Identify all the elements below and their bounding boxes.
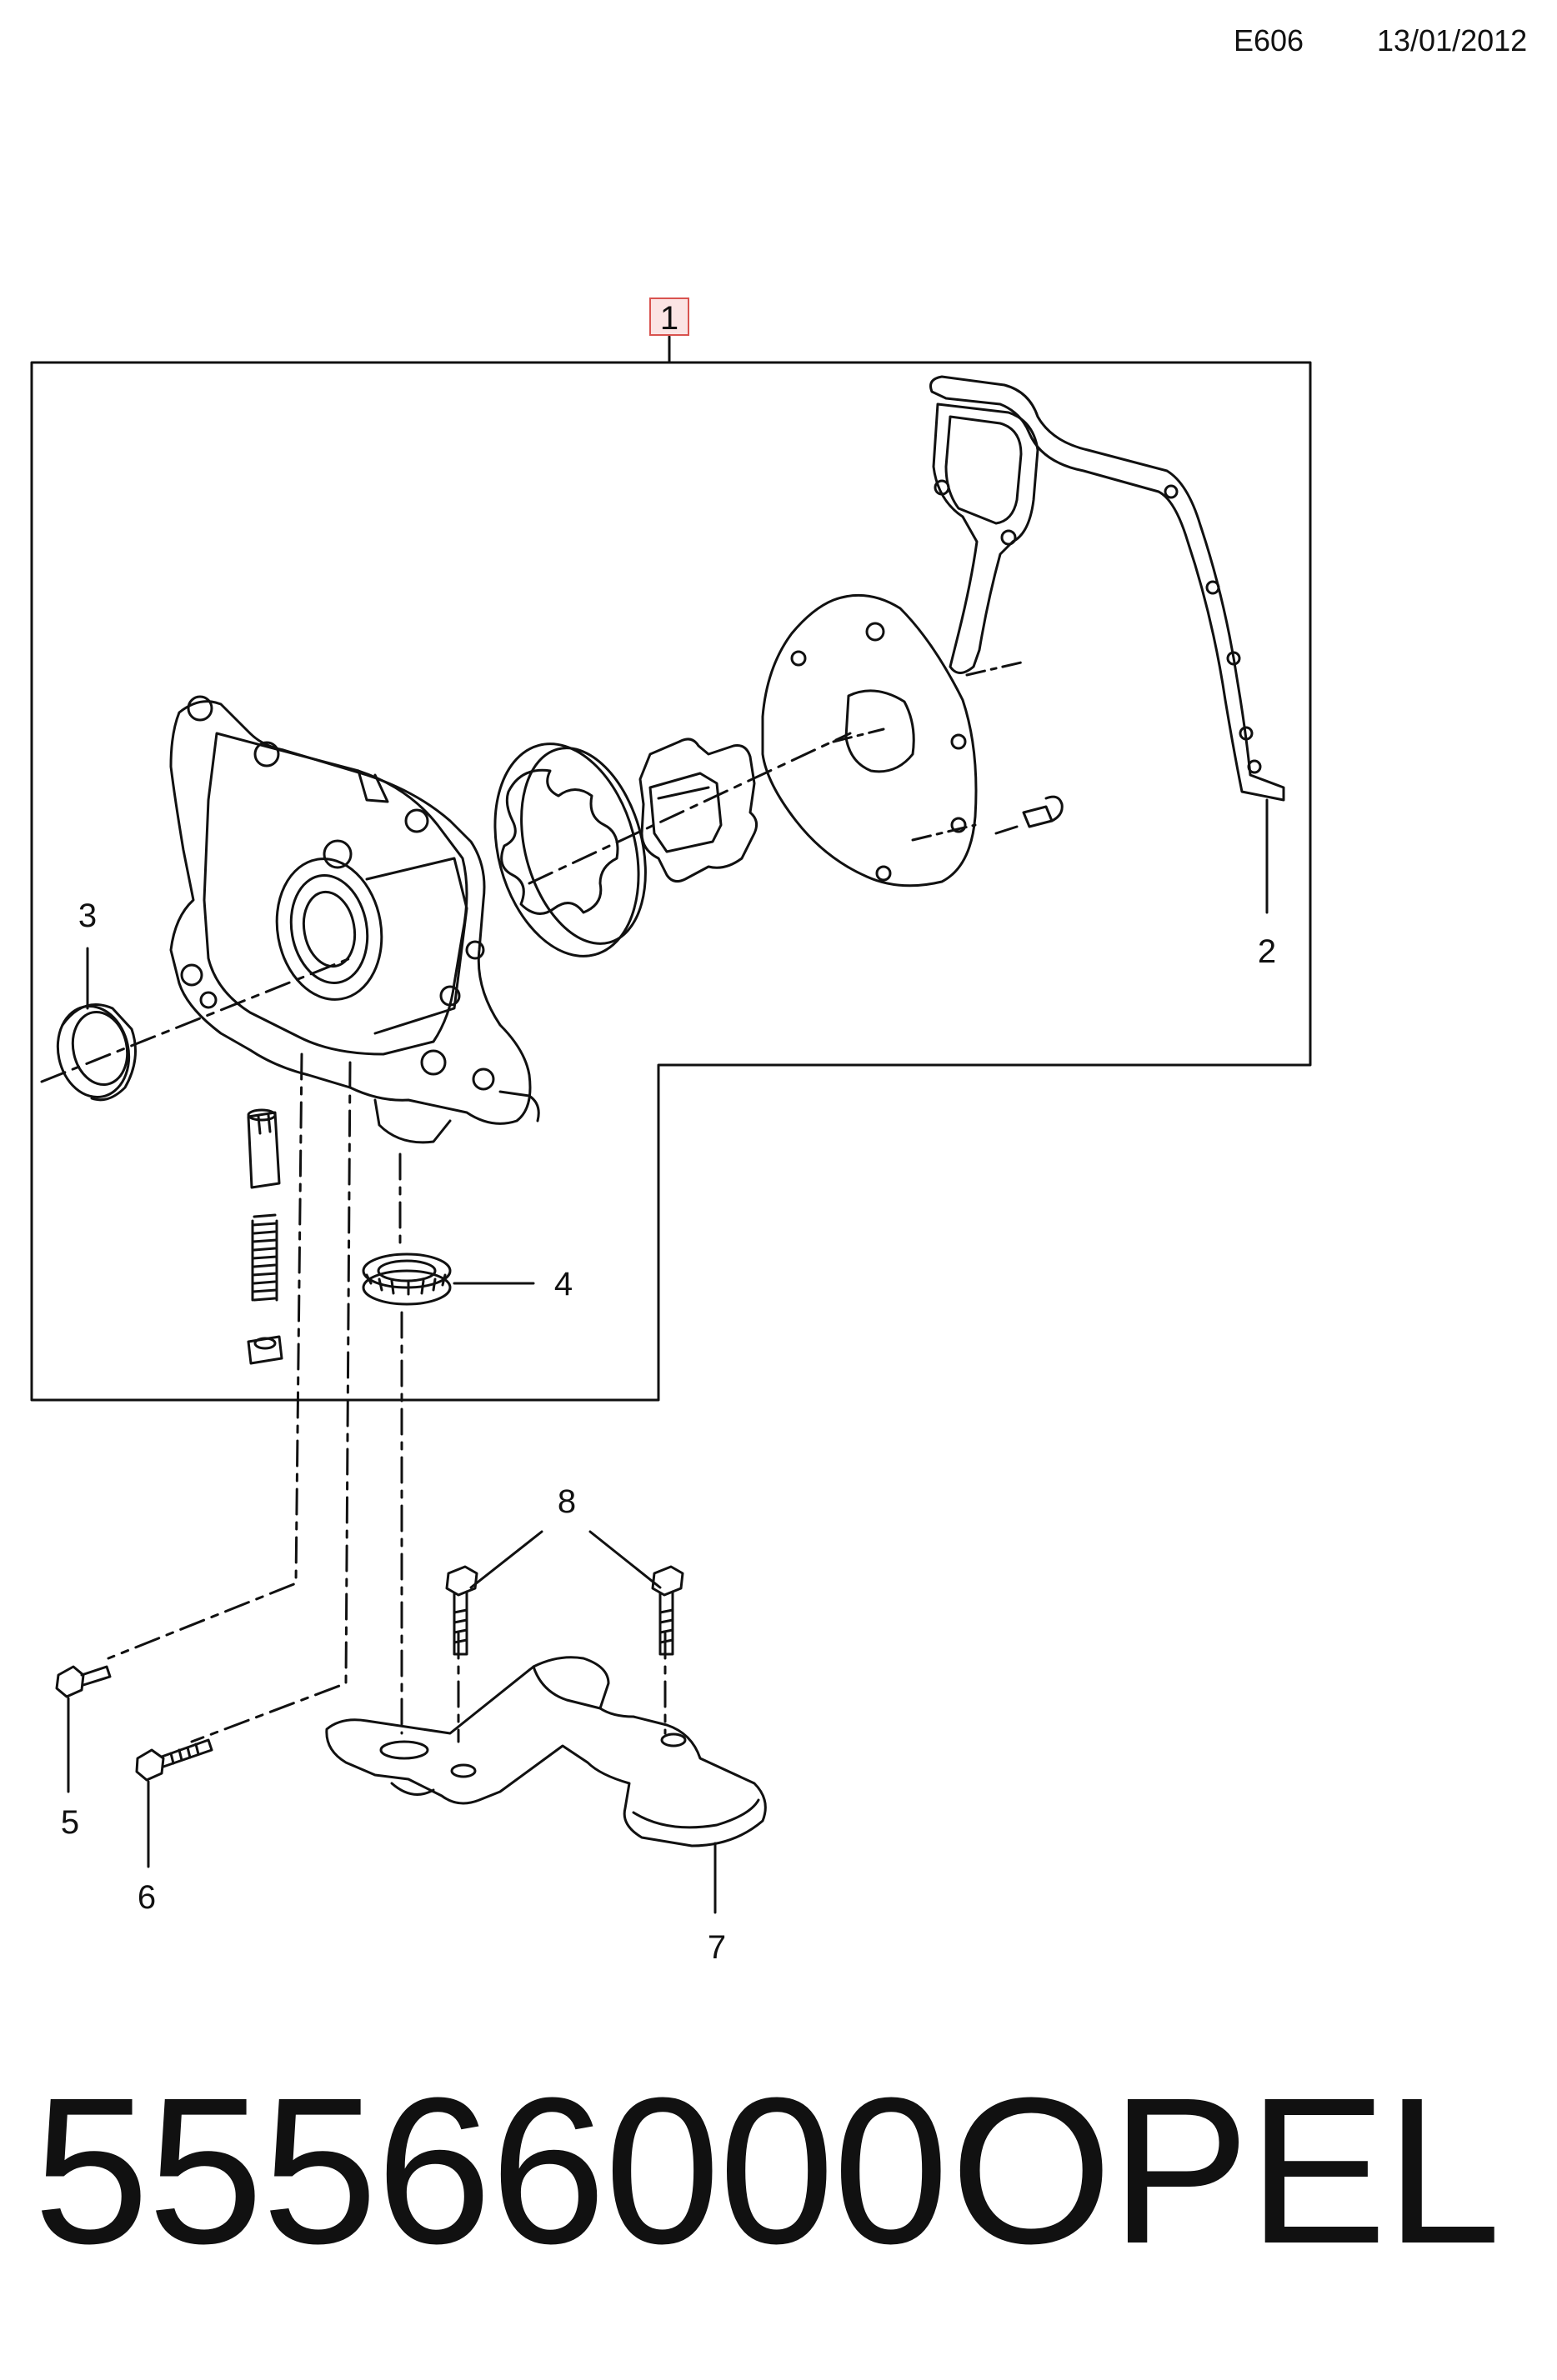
bolt-part-5	[55, 1665, 112, 1698]
bolt-part-6	[135, 1738, 213, 1782]
diagram-code: E606	[1234, 23, 1304, 58]
assembly-alignment-lines	[107, 1052, 667, 1743]
brand-name: OPEL	[950, 2054, 1501, 2287]
callout-8-label: 8	[558, 1483, 576, 1520]
oil-pump-housing	[169, 695, 540, 1144]
housing-axis-centerline	[40, 957, 352, 1083]
outer-rotor-ring	[493, 742, 647, 958]
gasket-part-2	[929, 375, 1285, 802]
inner-rotor	[638, 738, 758, 883]
callout-5-label: 5	[61, 1804, 79, 1841]
callout-3-label: 3	[78, 898, 97, 934]
pickup-oring-part-4	[362, 1252, 452, 1306]
relief-valve-assembly	[247, 1108, 283, 1365]
callout-8-leader-left	[469, 1530, 543, 1589]
part-number: 55566000	[33, 2054, 949, 2287]
bolt-part-8-right	[651, 1565, 684, 1656]
callout-1-label: 1	[660, 300, 678, 337]
callout-6-label: 6	[138, 1879, 156, 1916]
callout-4-label: 4	[554, 1266, 573, 1302]
oil-pickup-tube-part-7	[325, 1656, 767, 1848]
callout-1-box	[649, 298, 689, 336]
diagram-date: 13/01/2012	[1377, 23, 1528, 58]
pump-cover-plate	[761, 593, 978, 888]
callout-7-label: 7	[708, 1929, 726, 1966]
callout-8-leader-right	[588, 1530, 662, 1589]
crank-seal-part-3	[56, 1003, 137, 1102]
exploded-parts-diagram: 1 2 3 4 8 5 6 7	[30, 298, 1312, 1966]
rotor-axis-centerline	[528, 732, 852, 885]
assembly-outline-box	[30, 361, 1312, 1402]
cover-bolt	[994, 795, 1064, 835]
bolt-part-8-left	[445, 1565, 478, 1656]
callout-2-label: 2	[1258, 933, 1276, 970]
